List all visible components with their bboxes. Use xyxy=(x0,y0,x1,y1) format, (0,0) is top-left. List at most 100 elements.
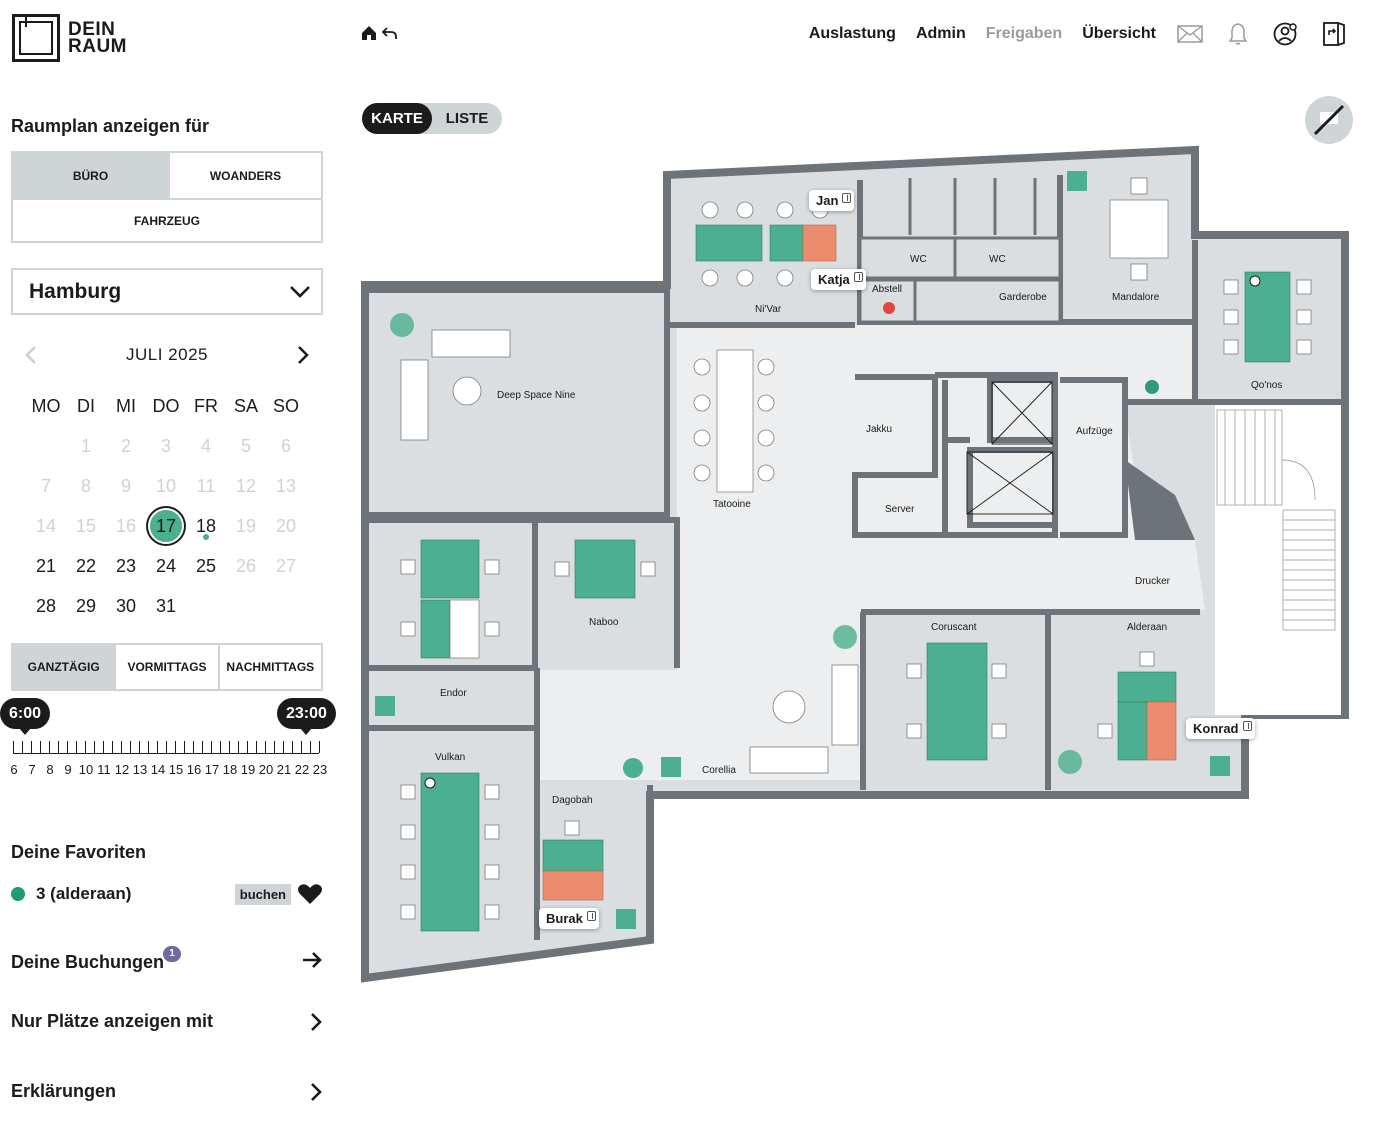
desk-endor-2[interactable] xyxy=(420,599,451,659)
filter-link[interactable]: Nur Plätze anzeigen mit xyxy=(11,1011,323,1032)
book-favorite-button[interactable]: buchen xyxy=(234,883,291,905)
nav-auslastung[interactable]: Auslastung xyxy=(808,25,896,42)
chat-off-toggle[interactable] xyxy=(1305,96,1353,144)
person-tag-konrad[interactable]: Konrad xyxy=(1186,718,1255,739)
time-tick xyxy=(310,741,311,753)
location-type-woanders[interactable]: WOANDERS xyxy=(168,153,321,198)
sidebar-title: Raumplan anzeigen für xyxy=(11,116,210,136)
room-label-endor[interactable]: Endor xyxy=(440,688,467,699)
room-label-dagobah[interactable]: Dagobah xyxy=(552,795,593,806)
mail-icon[interactable] xyxy=(1176,20,1204,48)
room-label-corellia[interactable]: Corellia xyxy=(702,765,736,776)
desk-endor-3 xyxy=(449,599,480,659)
calendar-day[interactable]: 30 xyxy=(106,596,146,617)
room-label-coruscant[interactable]: Coruscant xyxy=(931,622,977,633)
desk-naboo[interactable] xyxy=(574,539,636,599)
home-icon[interactable] xyxy=(360,24,378,42)
location-type-buero[interactable]: BÜRO xyxy=(13,153,168,198)
view-list-tab[interactable]: LISTE xyxy=(445,110,489,127)
time-mode-nachmittags[interactable]: NACHMITTAGS xyxy=(217,645,321,689)
calendar-day[interactable]: 22 xyxy=(66,556,106,577)
calendar-day-number: 21 xyxy=(35,555,57,576)
desk-coruscant[interactable] xyxy=(926,642,988,761)
location-type-fahrzeug[interactable]: FAHRZEUG xyxy=(13,198,321,241)
time-end-handle[interactable]: 23:00 xyxy=(277,698,336,735)
room-label-mandalore[interactable]: Mandalore xyxy=(1112,292,1160,303)
app-logo[interactable]: DEIN RAUM xyxy=(12,14,127,62)
bell-icon[interactable] xyxy=(1224,20,1252,48)
info-icon[interactable] xyxy=(424,777,436,789)
room-label-wc-2[interactable]: WC xyxy=(989,254,1006,265)
desk-nivar-2[interactable] xyxy=(769,224,804,262)
nav-uebersicht[interactable]: Übersicht xyxy=(1082,25,1156,42)
view-map-tab[interactable]: KARTE xyxy=(362,103,432,134)
prev-month-button[interactable] xyxy=(11,340,51,370)
calendar-day[interactable]: 29 xyxy=(66,596,106,617)
calendar-day[interactable]: 21 xyxy=(26,556,66,577)
desk-nivar-1[interactable] xyxy=(695,224,763,262)
hour-label: 13 xyxy=(132,762,148,777)
weekday-label: DI xyxy=(77,395,95,416)
room-label-naboo[interactable]: Naboo xyxy=(589,617,619,628)
legend-link[interactable]: Erklärungen xyxy=(11,1081,323,1102)
desk-alderaan-1[interactable] xyxy=(1117,671,1177,703)
room-label-tatooine[interactable]: Tatooine xyxy=(713,499,751,510)
time-mode-ganztaegig[interactable]: GANZTÄGIG xyxy=(13,645,115,689)
floor-plan: Ni'Var WC WC Abstell Garderobe Mandalore… xyxy=(355,140,1355,990)
time-scale[interactable] xyxy=(13,738,320,754)
info-icon[interactable] xyxy=(1249,275,1261,287)
room-label-qonos[interactable]: Qo'nos xyxy=(1251,380,1282,391)
next-month-button[interactable] xyxy=(283,340,323,370)
calendar-day[interactable]: 17 xyxy=(146,508,186,544)
city-select[interactable]: Hamburg xyxy=(11,268,323,315)
calendar-day[interactable]: 23 xyxy=(106,556,146,577)
person-tag-jan[interactable]: Jan xyxy=(809,190,855,211)
desk-alderaan-3-booked[interactable] xyxy=(1146,701,1177,761)
room-label-vulkan[interactable]: Vulkan xyxy=(435,752,465,763)
user-settings-icon[interactable] xyxy=(1272,20,1300,48)
room-label-alderaan[interactable]: Alderaan xyxy=(1127,622,1167,633)
hour-label: 20 xyxy=(258,762,274,777)
room-label-garderobe[interactable]: Garderobe xyxy=(999,292,1047,303)
calendar-day[interactable]: 28 xyxy=(26,596,66,617)
calendar-day: 6 xyxy=(266,436,306,457)
calendar-day: 2 xyxy=(106,436,146,457)
desk-endor-1[interactable] xyxy=(420,539,480,599)
room-label-abstell[interactable]: Abstell xyxy=(872,284,902,295)
calendar-day-number: 26 xyxy=(235,555,257,576)
warning-icon[interactable] xyxy=(883,302,895,314)
nav-admin[interactable]: Admin xyxy=(915,25,966,42)
calendar-day[interactable]: 25 xyxy=(186,556,226,577)
nav-freigaben[interactable]: Freigaben xyxy=(985,25,1063,42)
desk-vulkan[interactable] xyxy=(420,772,480,932)
desk-alderaan-2[interactable] xyxy=(1117,701,1148,761)
room-label-deep-space-nine[interactable]: Deep Space Nine xyxy=(497,390,576,401)
favorite-label[interactable]: 3 (alderaan) xyxy=(36,884,132,903)
desk-qonos[interactable] xyxy=(1244,271,1291,363)
time-mode-vormittags[interactable]: VORMITTAGS xyxy=(114,645,217,689)
time-tick xyxy=(103,741,104,753)
room-label-drucker[interactable]: Drucker xyxy=(1135,576,1171,587)
person-tag-burak[interactable]: Burak xyxy=(539,908,599,929)
desk-nivar-3-booked[interactable] xyxy=(802,224,837,262)
person-tag-katja[interactable]: Katja xyxy=(811,269,866,290)
heart-icon[interactable] xyxy=(297,883,323,905)
logout-icon[interactable] xyxy=(1320,20,1348,48)
hour-label: 10 xyxy=(78,762,94,777)
room-label-nivar[interactable]: Ni'Var xyxy=(755,304,782,315)
time-start-handle[interactable]: 6:00 xyxy=(0,698,51,735)
calendar-day[interactable]: 31 xyxy=(146,596,186,617)
room-label-server[interactable]: Server xyxy=(885,504,915,515)
time-tick xyxy=(229,741,230,753)
room-label-jakku[interactable]: Jakku xyxy=(866,424,892,435)
desk-dagobah-1[interactable] xyxy=(542,839,604,872)
desk-dagobah-2-booked[interactable] xyxy=(542,870,604,901)
calendar-day[interactable]: 24 xyxy=(146,556,186,577)
time-tick xyxy=(148,741,149,753)
calendar-day: 26 xyxy=(226,556,266,577)
calendar-day[interactable]: 18 xyxy=(186,516,226,540)
back-icon[interactable] xyxy=(380,24,398,42)
room-label-wc-1[interactable]: WC xyxy=(910,254,927,265)
